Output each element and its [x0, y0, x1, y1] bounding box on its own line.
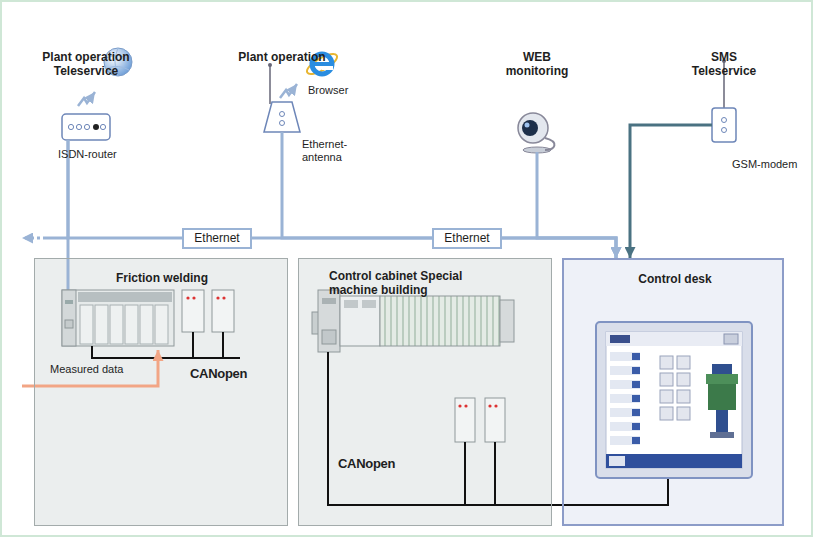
device-heading: WEB monitoring — [497, 50, 577, 79]
signal-label: Measured data — [50, 363, 123, 376]
bus-label-box: Ethernet — [182, 228, 252, 249]
device-heading: SMS Teleservice — [681, 50, 767, 79]
panel-fill — [34, 258, 288, 526]
device-label: Ethernet-antenna — [302, 138, 364, 164]
panel-fill — [298, 258, 552, 526]
connectors — [68, 125, 712, 505]
ethernet-link — [68, 140, 616, 258]
panel-title: Friction welding — [35, 271, 289, 285]
ethernet-link — [282, 132, 616, 258]
control-desk-panel: Control desk — [562, 258, 784, 526]
machine-panel: Control cabinet Special machine building — [298, 258, 552, 526]
control-desk-screen — [562, 322, 752, 505]
browser-label: Browser — [308, 84, 348, 97]
panel-title: Control cabinet Special machine building — [329, 269, 499, 298]
router-icon: Plant operation TeleserviceISDN-router — [62, 114, 110, 140]
devices — [62, 48, 736, 153]
gsm-link — [630, 125, 712, 258]
antenna-icon: Plant operationBrowserEthernet-antenna — [264, 102, 300, 132]
device-label: GSM-modem — [732, 158, 797, 171]
device-label: ISDN-router — [58, 148, 117, 161]
device-heading: Plant operation Teleservice — [26, 50, 146, 79]
panel-title: Control desk — [564, 272, 786, 286]
panel-fill — [562, 258, 784, 526]
canopen-wire — [552, 504, 562, 506]
webcam-icon: WEB monitoring — [512, 108, 562, 152]
ethernet-link — [537, 152, 616, 258]
bus-extras — [22, 238, 68, 290]
machine-panel: Friction welding — [34, 258, 288, 526]
bus-label: Ethernet — [444, 231, 489, 245]
bus-label: Ethernet — [194, 231, 239, 245]
device-heading: Plant operation — [222, 50, 342, 64]
bus-logo: CANopen — [190, 366, 247, 382]
bus-logo: CANopen — [338, 456, 395, 472]
modem-icon: SMS TeleserviceGSM-modem — [712, 108, 736, 142]
control-cabinet-hardware — [312, 290, 552, 505]
bus-label-box: Ethernet — [432, 228, 502, 249]
